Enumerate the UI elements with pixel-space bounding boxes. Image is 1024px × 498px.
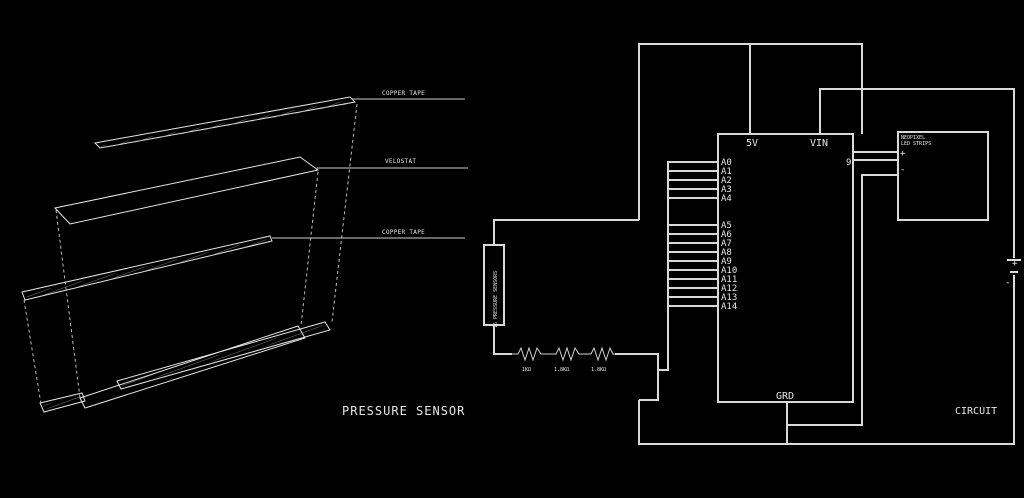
pin-label-a6: A6 — [721, 230, 732, 240]
pin-label-a10: A10 — [721, 266, 737, 276]
pin-9: 9 — [846, 158, 851, 168]
circuit-schematic: 16 PRESSURE SENSORS 1KΩ 1.8KΩ 1.8KΩ 5V V… — [483, 43, 1021, 445]
base-copper-trace-upper — [116, 321, 331, 390]
guide-line-1 — [331, 103, 358, 323]
copper-tape-bottom-hatch — [26, 239, 268, 299]
battery-plus: + — [1012, 259, 1018, 269]
resistor-3-label: 1.8KΩ — [591, 367, 606, 373]
guide-line-3 — [55, 209, 81, 399]
pin-label-a13: A13 — [721, 293, 737, 303]
neopixel-plus: + — [900, 149, 906, 159]
label-copper-tape-top: COPPER TAPE — [382, 90, 425, 97]
neopixel-label-line1: NEOPIXEL — [901, 135, 925, 141]
microcontroller-board — [717, 133, 854, 403]
pin-label-a5: A5 — [721, 221, 732, 231]
neopixel-led-strips — [897, 131, 989, 221]
base-copper-tab-hatch — [44, 396, 82, 409]
wire-vin-to-battery — [819, 88, 1015, 258]
resistor-2 — [553, 346, 588, 362]
pin-label-a11: A11 — [721, 275, 737, 285]
pin-label-a12: A12 — [721, 284, 737, 294]
pin-label-a7: A7 — [721, 239, 732, 249]
pin-grd: GRD — [776, 391, 794, 402]
resistor-2-label: 1.8KΩ — [554, 367, 569, 373]
neopixel-minus: - — [900, 165, 905, 175]
wire-ground-to-neopixel — [787, 174, 898, 426]
circuit-title: CIRCUIT — [955, 406, 997, 417]
wire-sensor-top — [493, 219, 639, 245]
pin-label-a4: A4 — [721, 194, 732, 204]
base-copper-tab — [39, 392, 86, 413]
battery-minus: - — [1005, 278, 1010, 288]
copper-tape-top-hatch — [100, 101, 350, 148]
pressure-sensor-exploded-view: COPPER TAPE VELOSTAT COPPER TAPE PRESSUR… — [21, 90, 468, 418]
pin-label-a1: A1 — [721, 167, 732, 177]
wire-battery-to-ground — [638, 275, 1015, 445]
resistor-3 — [588, 346, 615, 362]
copper-tape-top-strip — [93, 96, 357, 149]
pressure-sensor-title: PRESSURE SENSOR — [342, 404, 465, 418]
label-copper-tape-bottom: COPPER TAPE — [382, 229, 425, 236]
pin-vin: VIN — [810, 138, 828, 149]
wire-sensor-bottom — [493, 325, 512, 355]
pressure-sensors-block — [483, 244, 505, 326]
resistor-1-label: 1KΩ — [522, 367, 531, 373]
pin-label-a8: A8 — [721, 248, 732, 258]
base-copper-trace-upper-hatch — [121, 325, 325, 387]
pin-label-a0: A0 — [721, 158, 732, 168]
pin-label-a14: A14 — [721, 302, 737, 312]
analog-bus-to-sensor-return — [658, 305, 669, 371]
pin-5v: 5V — [746, 138, 758, 149]
neopixel-label-line2: LED STRIPS — [901, 141, 931, 147]
label-velostat: VELOSTAT — [385, 158, 416, 165]
guide-line-4 — [23, 299, 42, 405]
velostat-sheet — [54, 156, 320, 225]
wire-resistor-to-ground — [615, 353, 659, 401]
resistor-1 — [512, 346, 553, 362]
copper-tape-bottom-strip — [21, 235, 273, 301]
pressure-sensors-label: 16 PRESSURE SENSORS — [493, 271, 499, 328]
guide-line-2 — [300, 171, 319, 327]
pin-label-a2: A2 — [721, 176, 732, 186]
pin-label-a3: A3 — [721, 185, 732, 195]
pin-label-a9: A9 — [721, 257, 732, 267]
